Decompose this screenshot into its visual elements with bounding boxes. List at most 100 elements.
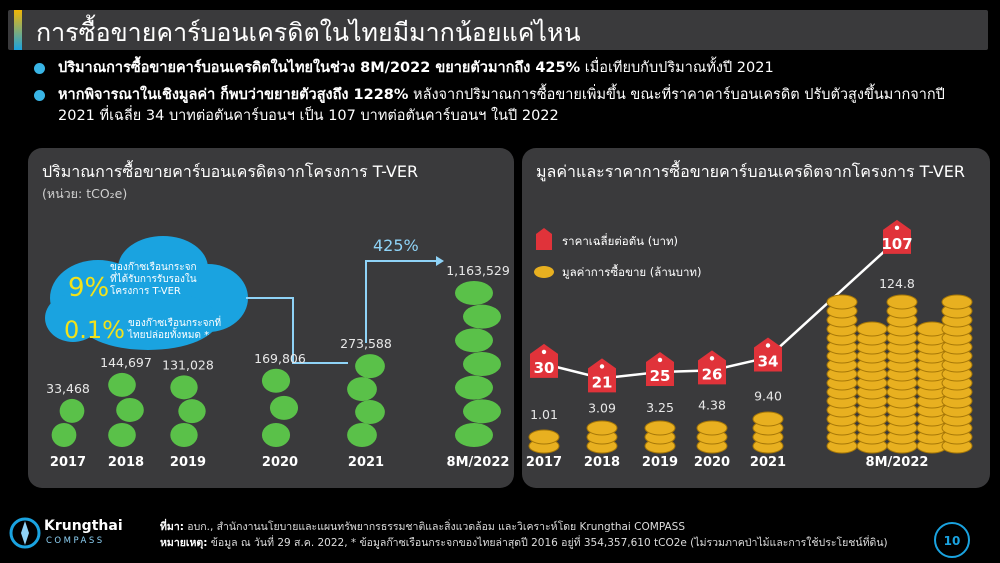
value-price-chart: ราคาเฉลี่ยต่อตัน (บาท)มูลค่าการซื้อขาย (… <box>526 219 973 470</box>
volume-category-label: 8M/2022 <box>447 455 510 470</box>
title-bar <box>8 10 988 50</box>
volume-bar <box>347 354 385 447</box>
volume-value-label: 169,806 <box>254 351 306 366</box>
volume-bar <box>51 398 85 447</box>
volume-category-label: 2017 <box>50 455 86 470</box>
callout-text-1-line: โครงการ T-VER <box>110 284 181 297</box>
volume-bar <box>455 281 501 447</box>
volume-bar-blob <box>261 423 291 447</box>
bullet-dot-icon <box>34 63 45 74</box>
volume-bar-blob <box>170 375 198 400</box>
price-label: 34 <box>758 352 779 370</box>
value-category-label: 2020 <box>694 455 730 470</box>
callout-text-2: ของก๊าซเรือนกระจกที่ไทยปล่อยทั้งหมด * <box>127 315 221 341</box>
cloud-shape <box>45 294 101 342</box>
value-bar <box>528 429 560 454</box>
value-bar <box>826 294 973 454</box>
callout-pct-2: 0.1% <box>64 316 125 344</box>
price-tag-hole <box>599 364 605 369</box>
volume-bar-blob <box>355 354 385 379</box>
callout-connector <box>246 297 348 364</box>
source-line: ที่มา: อบก., สำนักงานนโยบายและแผนทรัพยาก… <box>160 519 888 535</box>
value-bar <box>586 420 618 454</box>
price-point: 34 <box>754 337 782 372</box>
bullet-2: หากพิจารณาในเชิงมูลค่า ก็พบว่าขยายตัวสูง… <box>34 85 984 127</box>
growth-arrow-icon <box>436 256 444 266</box>
volume-category-label: 2021 <box>348 455 384 470</box>
cloud-shape <box>78 290 218 350</box>
volume-bar-blob <box>170 423 198 447</box>
growth-label: 425% <box>373 236 419 255</box>
value-category-label: 2019 <box>642 455 678 470</box>
bullet-2-text: หลังจากปริมาณการซื้อขายเพิ่มขึ้น ขณะที่ร… <box>58 87 945 124</box>
value-label: 3.09 <box>588 400 616 415</box>
price-tag-hole <box>657 357 663 363</box>
price-point: 25 <box>646 351 674 386</box>
volume-bar-blob <box>455 423 493 447</box>
value-bar-coin <box>528 429 560 445</box>
logo-emblem-icon <box>9 517 41 549</box>
volume-bar <box>261 368 299 447</box>
growth-connector <box>365 260 436 343</box>
bullet-1-bold: ปริมาณการซื้อขายคาร์บอนเครดิตในไทยในช่วง… <box>58 60 581 76</box>
legend-price-tag-icon <box>536 228 552 250</box>
value-chart-title: มูลค่าและราคาการซื้อขายคาร์บอนเครดิตจากโ… <box>536 162 965 181</box>
callout-pct-1: 9% <box>68 273 109 303</box>
volume-chart: 9% 0.1% ของก๊าซเรือนกระจกที่ได้รับการรับรอ… <box>45 236 510 470</box>
volume-chart-title: ปริมาณการซื้อขายคาร์บอนเครดิตจากโครงการ … <box>42 162 419 181</box>
volume-bar-blob <box>261 368 291 393</box>
value-price-chart-panel: มูลค่าและราคาการซื้อขายคาร์บอนเครดิตจากโ… <box>522 148 990 488</box>
volume-bar-blob <box>108 423 136 447</box>
volume-category-label: 2019 <box>170 455 206 470</box>
price-tag-hole <box>541 349 547 355</box>
callout-text-2-line: ของก๊าซเรือนกระจกที่ <box>128 315 221 329</box>
price-tag-shape <box>646 351 674 386</box>
price-tag-shape <box>698 350 726 385</box>
source-text: อบก., สำนักงานนโยบายและแผนทรัพยากรธรรมชา… <box>183 521 685 533</box>
callout-text-1-line: ที่ได้รับการรับรองใน <box>110 271 197 285</box>
callout-text-1: ของก๊าซเรือนกระจกที่ได้รับการรับรองในโคร… <box>110 261 197 297</box>
price-label: 21 <box>592 373 613 391</box>
price-label: 25 <box>650 367 671 385</box>
volume-bar-blob <box>178 399 206 424</box>
volume-bar-blob <box>269 395 299 420</box>
title-accent <box>14 10 22 50</box>
value-bar-coin <box>886 294 918 310</box>
page-title: การซื้อขายคาร์บอนเครดิตในไทยมีมากน้อยแค่… <box>36 18 581 47</box>
value-bar-coin <box>941 294 973 310</box>
bullet-dot-icon <box>34 90 45 101</box>
value-bar <box>696 420 728 454</box>
price-point: 107 <box>881 219 913 254</box>
krungthai-compass-logo: Krungthai COMPASS <box>6 512 141 558</box>
bullet-1: ปริมาณการซื้อขายคาร์บอนเครดิตในไทยในช่วง… <box>34 58 984 79</box>
price-tag-shape <box>883 219 911 254</box>
legend-coin-icon <box>534 266 554 278</box>
volume-bar-blob <box>116 397 144 422</box>
page-number: 10 <box>943 534 961 548</box>
value-bar <box>752 411 784 454</box>
callout-text-1-line: ของก๊าซเรือนกระจก <box>110 261 197 273</box>
volume-value-label: 144,697 <box>100 355 152 370</box>
volume-value-label: 273,588 <box>340 336 392 351</box>
price-point: 21 <box>588 358 616 393</box>
volume-bar-blob <box>463 304 501 329</box>
volume-bar-blob <box>455 328 493 353</box>
volume-value-label: 33,468 <box>46 381 90 396</box>
value-label: 3.25 <box>646 400 674 415</box>
price-tag-hole <box>709 356 715 361</box>
footer: ที่มา: อบก., สำนักงานนโยบายและแผนทรัพยาก… <box>160 519 888 551</box>
volume-value-label: 1,163,529 <box>446 263 510 278</box>
value-category-label: 8M/2022 <box>866 455 929 470</box>
note-text: ข้อมูล ณ วันที่ 29 ส.ค. 2022, * ข้อมูลก๊… <box>207 537 888 549</box>
volume-bar-blob <box>51 423 77 447</box>
value-bar <box>644 420 676 454</box>
volume-chart-unit: (หน่วย: tCO₂e) <box>42 186 128 201</box>
legend-value-label: มูลค่าการซื้อขาย (ล้านบาท) <box>562 264 701 279</box>
volume-bar-blob <box>455 375 493 400</box>
price-tag-hole <box>765 343 771 348</box>
page-number-badge: 10 <box>934 522 970 558</box>
price-tag-shape <box>754 337 782 372</box>
volume-bar-blob <box>108 372 136 397</box>
value-label: 4.38 <box>698 397 726 412</box>
price-point: 30 <box>530 343 558 378</box>
